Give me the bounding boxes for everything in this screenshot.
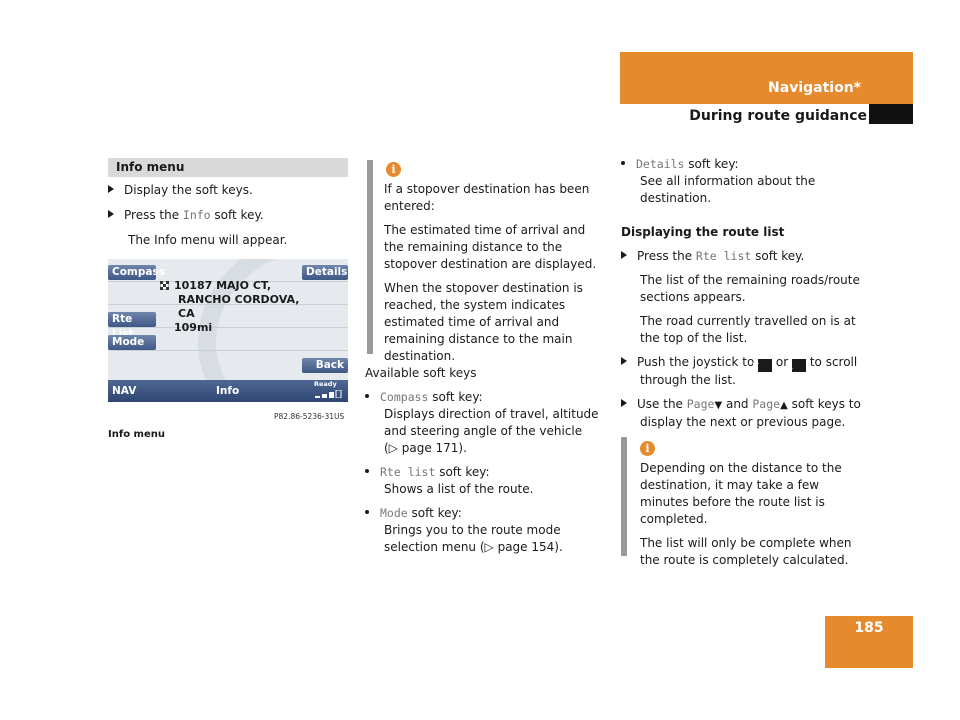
info-icon: i — [386, 162, 401, 177]
back-softkey[interactable]: Back — [302, 358, 348, 373]
address-line-2: RANCHO CORDOVA, — [178, 293, 300, 306]
note-text: When the stopover destination is reached… — [384, 281, 583, 363]
page-up-icon: ▲ — [780, 400, 788, 411]
section-title: Info menu — [116, 160, 185, 174]
figure-code: P82.86-5236-31US — [274, 412, 345, 421]
soft-key-list: Available soft keys Compass soft key: Di… — [365, 365, 609, 556]
list-item: Compass soft key: Displays direction of … — [365, 389, 609, 457]
screen-gridline — [108, 327, 348, 328]
note-bar — [621, 437, 627, 556]
softkey-name: Info — [182, 208, 211, 222]
bullet-dot — [621, 161, 625, 165]
status-info: Info — [216, 385, 240, 397]
step-arrow-icon — [621, 251, 627, 259]
note-bar — [367, 160, 373, 354]
distance-readout: 109mi — [174, 321, 213, 334]
signal-strength-icon — [315, 390, 342, 398]
header-band: Navigation* — [620, 52, 913, 104]
chapter-title: Navigation* — [768, 80, 861, 96]
step-list: Display the soft keys. Press the Info so… — [108, 182, 348, 249]
step-item: Press the Rte list soft key. — [621, 248, 865, 265]
list-item: Mode soft key: Brings you to the route m… — [365, 505, 609, 556]
list-heading: Available soft keys — [365, 366, 477, 380]
step-result: The list of the remaining roads/route se… — [640, 273, 860, 304]
screen-gridline — [108, 350, 348, 351]
address-line-3: CA — [178, 307, 195, 320]
details-item: Details soft key: See all information ab… — [621, 156, 865, 207]
step-arrow-icon — [621, 399, 627, 407]
screen-gridline — [108, 281, 348, 282]
status-nav: NAV — [112, 385, 137, 397]
step-item: Press the Info soft key. — [108, 207, 348, 224]
subheading: Displaying the route list — [621, 225, 785, 239]
details-softkey[interactable]: Details — [302, 265, 348, 280]
note-text: Depending on the distance to the destina… — [640, 461, 842, 526]
step-item: Display the soft keys. — [108, 182, 348, 199]
note-block: If a stopover destination has been enter… — [384, 181, 606, 372]
status-ready: Ready — [314, 380, 337, 388]
bullet-dot — [365, 510, 369, 514]
nav-screen: Compass Details Rte List Mode Back 10187… — [108, 259, 348, 402]
rte-list-softkey[interactable]: Rte List — [108, 312, 156, 340]
info-icon: i — [640, 441, 655, 456]
note-text: The list will only be complete when the … — [640, 536, 852, 567]
step-arrow-icon — [621, 357, 627, 365]
note-text: The estimated time of arrival and the re… — [384, 223, 597, 271]
page-down-icon: ▼ — [714, 400, 723, 411]
step-result: The Info menu will appear. — [128, 233, 288, 247]
bullet-dot — [365, 394, 369, 398]
status-bar: NAV Info Ready — [108, 380, 348, 402]
step-arrow-icon — [108, 210, 114, 218]
step-item: Use the Page▼ and Page▲ soft keys to dis… — [621, 396, 865, 431]
route-list-steps: Press the Rte list soft key. The list of… — [621, 248, 865, 431]
address-line-1: 10187 MAJO CT, — [174, 279, 272, 292]
note-block: Depending on the distance to the destina… — [640, 460, 864, 576]
joystick-up-icon: ▲ — [786, 359, 807, 372]
step-item: Push the joystick to ▼ or ▲ to scroll th… — [621, 354, 865, 389]
note-text: If a stopover destination has been enter… — [384, 182, 590, 213]
joystick-down-icon: ▼ — [753, 359, 773, 372]
section-bar: Info menu — [108, 158, 348, 177]
compass-softkey[interactable]: Compass — [108, 265, 165, 280]
header-tab-marker — [869, 104, 913, 124]
screen-gridline — [108, 304, 348, 305]
step-arrow-icon — [108, 185, 114, 193]
step-result: The road currently travelled on is at th… — [640, 314, 856, 345]
checkered-flag-icon — [160, 281, 169, 290]
mode-softkey[interactable]: Mode — [108, 335, 156, 350]
bullet-dot — [365, 469, 369, 473]
page-number: 185 — [854, 620, 884, 636]
figure-caption: Info menu — [108, 429, 165, 440]
page-number-box: 185 — [825, 616, 913, 668]
section-subtitle: During route guidance — [689, 108, 867, 124]
list-item: Rte list soft key: Shows a list of the r… — [365, 464, 609, 498]
